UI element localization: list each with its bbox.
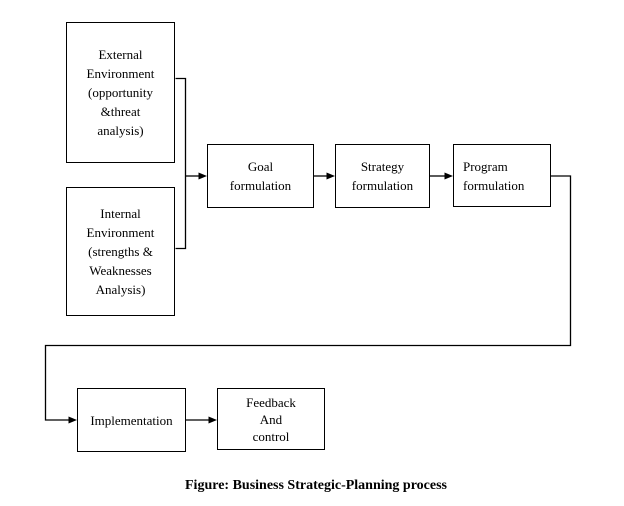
box-goal-formulation: Goal formulation [207,144,314,208]
box-program-formulation: Program formulation [453,144,551,207]
internal-environment-label: Internal Environment (strengths & Weakne… [86,206,155,297]
strategy-formulation-label: Strategy formulation [351,159,414,193]
program-formulation-label: Program formulation [463,158,525,193]
goal-formulation-label: Goal formulation [229,159,292,193]
external-environment-label: External Environment (opportunity &threa… [86,47,155,138]
implementation-label: Implementation [90,412,173,428]
arrowhead-to-program [444,172,453,180]
arrowhead-to-implementation [68,416,77,424]
arrowhead-to-feedback [208,416,217,424]
feedback-and-control-label: Feedback And control [246,394,296,444]
box-strategy-formulation: Strategy formulation [335,144,430,208]
box-implementation: Implementation [77,388,186,452]
arrowhead-to-goal [198,172,207,180]
arrowhead-to-strategy [326,172,335,180]
program-to-implementation-loop-line [44,175,572,421]
environment-bracket-connector [175,77,187,250]
box-external-environment: External Environment (opportunity &threa… [66,22,175,163]
box-feedback-and-control: Feedback And control [217,388,325,450]
figure-caption: Figure: Business Strategic-Planning proc… [185,478,447,493]
box-internal-environment: Internal Environment (strengths & Weakne… [66,187,175,316]
